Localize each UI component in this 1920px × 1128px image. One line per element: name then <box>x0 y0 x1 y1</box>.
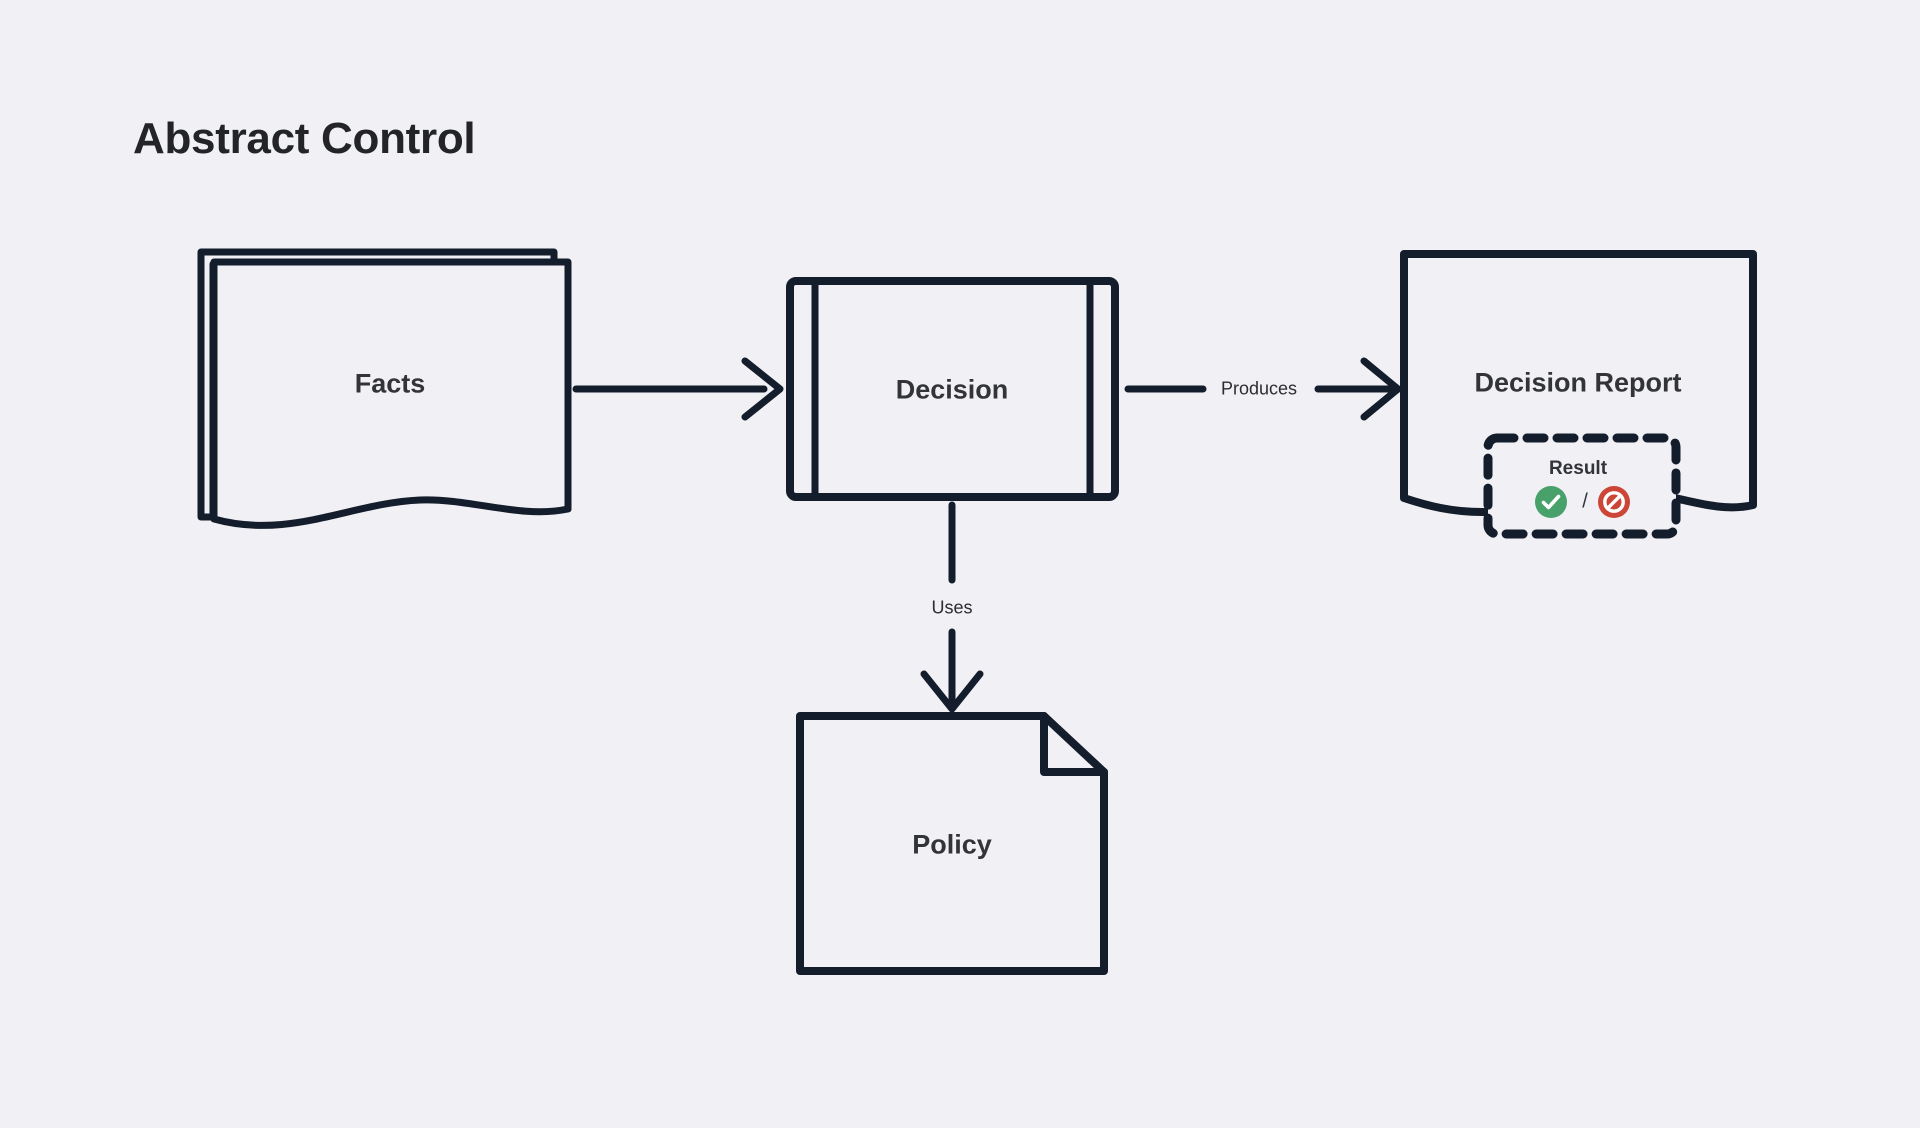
result-box[interactable] <box>1483 433 1681 539</box>
result-separator: / <box>1582 490 1588 513</box>
edge-label-produces: Produces <box>1213 378 1305 400</box>
uses-arrowhead <box>920 670 984 713</box>
node-facts[interactable] <box>197 248 572 529</box>
page-title: Abstract Control <box>133 114 476 163</box>
node-label-facts: Facts <box>354 368 426 399</box>
node-decision[interactable] <box>786 277 1119 501</box>
node-label-decision: Decision <box>895 374 1009 405</box>
edge-decision-to-policy <box>920 501 984 713</box>
check-circle-icon <box>1534 485 1568 519</box>
decision-outer-rect <box>786 277 1119 501</box>
edge-facts-to-decision <box>572 357 784 421</box>
node-policy[interactable] <box>796 712 1108 975</box>
node-label-decision-report: Decision Report <box>1474 367 1682 398</box>
node-label-policy: Policy <box>912 829 992 860</box>
edge-decision-to-report <box>1124 357 1402 421</box>
policy-folded-corner <box>1040 712 1108 776</box>
policy-sheet <box>796 712 1108 975</box>
prohibited-circle-icon <box>1597 485 1631 519</box>
result-box-outline <box>1483 433 1681 539</box>
result-title: Result <box>1548 458 1608 479</box>
edge-label-uses: Uses <box>924 597 980 619</box>
facts-to-decision-arrowhead <box>741 357 784 421</box>
produces-arrowhead <box>1360 357 1402 421</box>
facts-front-sheet <box>210 258 572 529</box>
